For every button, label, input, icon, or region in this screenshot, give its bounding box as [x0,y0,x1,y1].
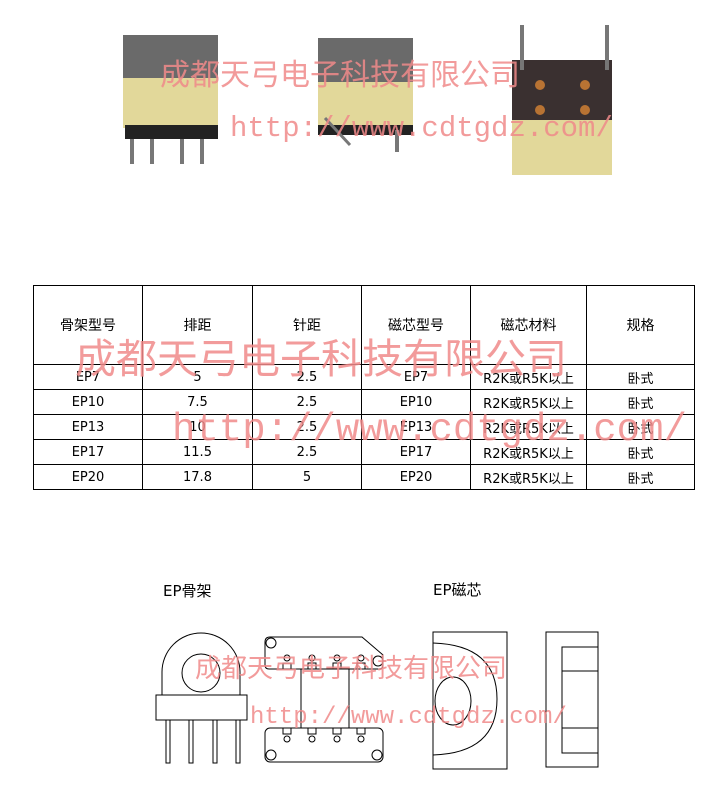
bobbin-front-view [155,632,248,764]
cell: EP17 [33,439,143,465]
header-cell: 排距 [142,285,253,365]
cell: 卧式 [586,414,695,440]
cell: R2K或R5K以上 [470,414,587,440]
product-photos [123,25,612,175]
cell: 卧式 [586,464,695,490]
cell: 2.5 [252,414,362,440]
cell: EP20 [361,464,471,490]
header-cell: 磁芯型号 [361,285,471,365]
cell: 卧式 [586,439,695,465]
header-cell: 骨架型号 [33,285,143,365]
cell: EP10 [361,389,471,415]
cell: R2K或R5K以上 [470,439,587,465]
header-cell: 针距 [252,285,362,365]
header-cell: 规格 [586,285,695,365]
cell: 卧式 [586,389,695,415]
cell: EP7 [33,364,143,390]
transformer-photo-2 [318,38,413,152]
bobbin-label: EP骨架 [163,582,212,600]
cell: EP7 [361,364,471,390]
cell: 5 [252,464,362,490]
core-label: EP磁芯 [433,581,482,599]
core-side-view [545,631,599,768]
cell: 17.8 [142,464,253,490]
cell: EP10 [33,389,143,415]
header-cell: 磁芯材料 [470,285,587,365]
table-header-row: 骨架型号 排距 针距 磁芯型号 磁芯材料 规格 [33,285,695,365]
core-front-view [432,631,508,770]
bobbin-top-view [264,636,384,763]
cell: R2K或R5K以上 [470,464,587,490]
cell: 5 [142,364,253,390]
transformer-photo-1 [123,35,218,164]
cell: EP20 [33,464,143,490]
cell: 卧式 [586,364,695,390]
transformer-photo-3 [512,25,612,175]
